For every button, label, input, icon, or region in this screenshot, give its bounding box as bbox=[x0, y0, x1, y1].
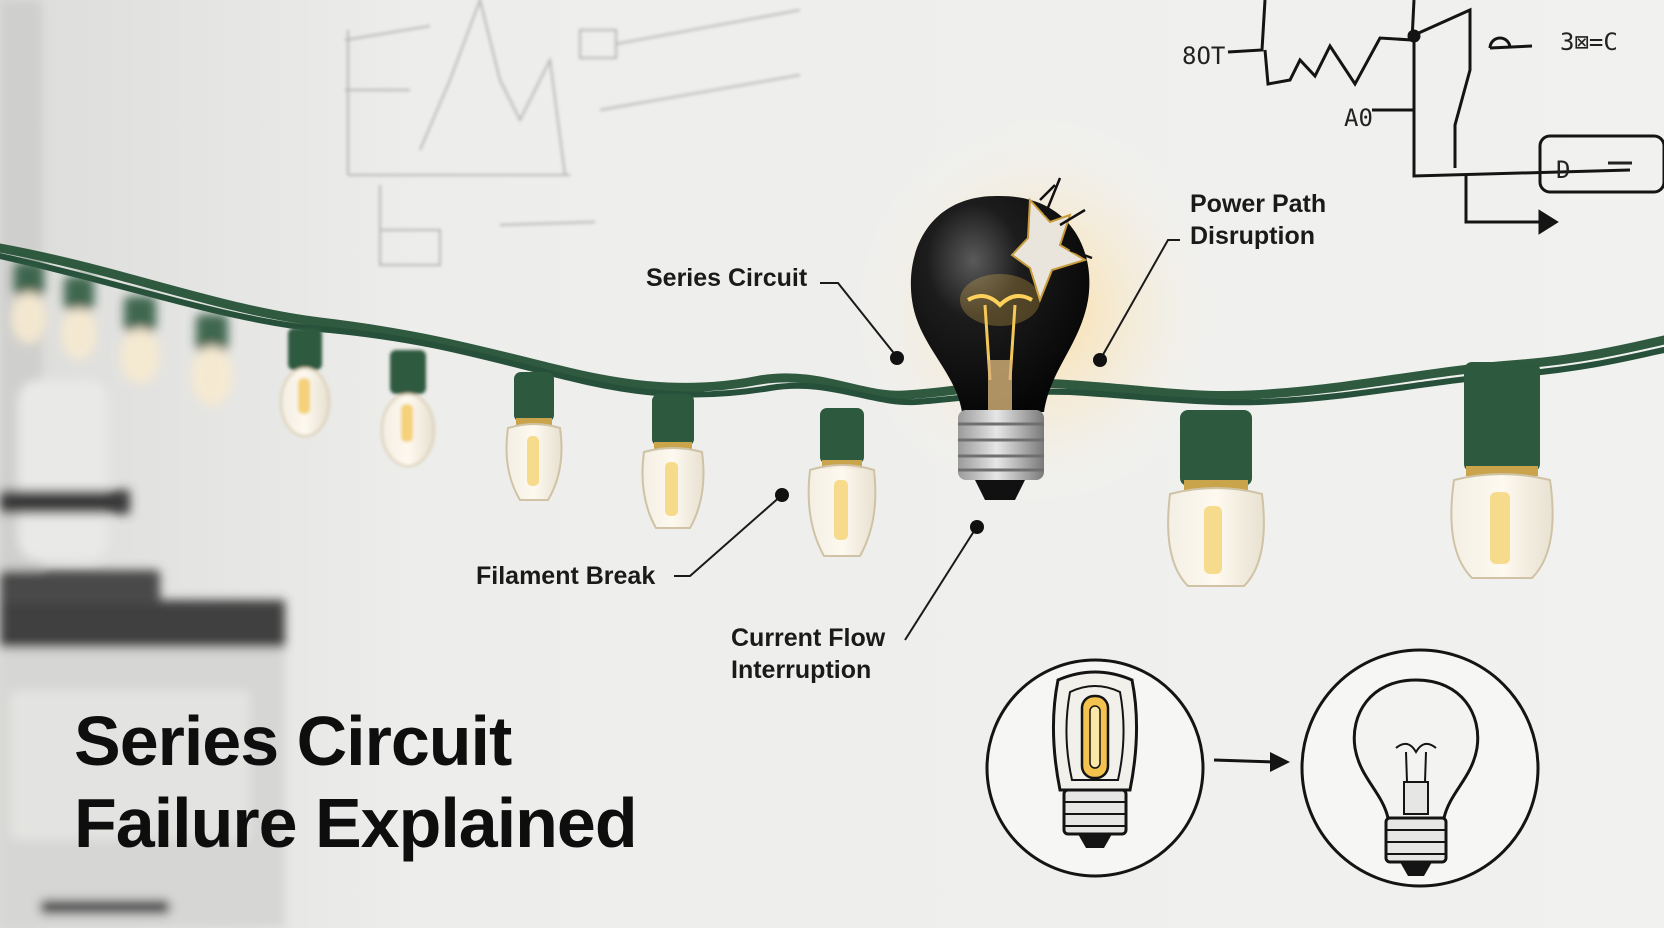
string-light-wire bbox=[0, 243, 1664, 406]
title-line-2: Failure Explained bbox=[74, 784, 638, 862]
label-power-path-line1: Power Path bbox=[1190, 190, 1327, 218]
label-current-flow-line2: Interruption bbox=[731, 656, 872, 684]
label-power-path-disruption: Power Path Disruption bbox=[1190, 188, 1326, 252]
broken-bulb-icon bbox=[910, 177, 1093, 500]
page-title: Series Circuit Failure Explained bbox=[74, 700, 638, 864]
label-series-circuit-text: Series Circuit bbox=[646, 264, 808, 292]
callout-lines bbox=[674, 239, 1180, 641]
sketch-box-symbol: D bbox=[1556, 156, 1570, 184]
led-bulb-icon bbox=[1051, 670, 1139, 848]
callout-dots bbox=[775, 351, 1107, 534]
sketch-text-right-top: 3⊠=C bbox=[1560, 28, 1618, 56]
arrow-right-icon bbox=[1213, 752, 1290, 772]
comparison-icons bbox=[985, 648, 1540, 888]
label-filament-break: Filament Break bbox=[476, 560, 655, 592]
label-power-path-line2: Disruption bbox=[1190, 222, 1315, 250]
circuit-sketch-left bbox=[344, 0, 801, 266]
label-current-flow-line1: Current Flow bbox=[731, 624, 886, 652]
lab-background bbox=[0, 0, 285, 928]
sketch-text-left-mid: A0 bbox=[1344, 104, 1373, 132]
title-line-1: Series Circuit bbox=[74, 702, 512, 780]
label-filament-break-text: Filament Break bbox=[476, 562, 656, 590]
circuit-sketch-right bbox=[1227, 0, 1664, 235]
string-bulbs bbox=[11, 262, 1554, 587]
label-series-circuit: Series Circuit bbox=[646, 262, 807, 294]
label-current-flow-interruption: Current Flow Interruption bbox=[731, 622, 885, 686]
sketch-text-left-top: 8OT bbox=[1182, 42, 1225, 70]
incandescent-bulb-icon bbox=[1352, 678, 1480, 876]
